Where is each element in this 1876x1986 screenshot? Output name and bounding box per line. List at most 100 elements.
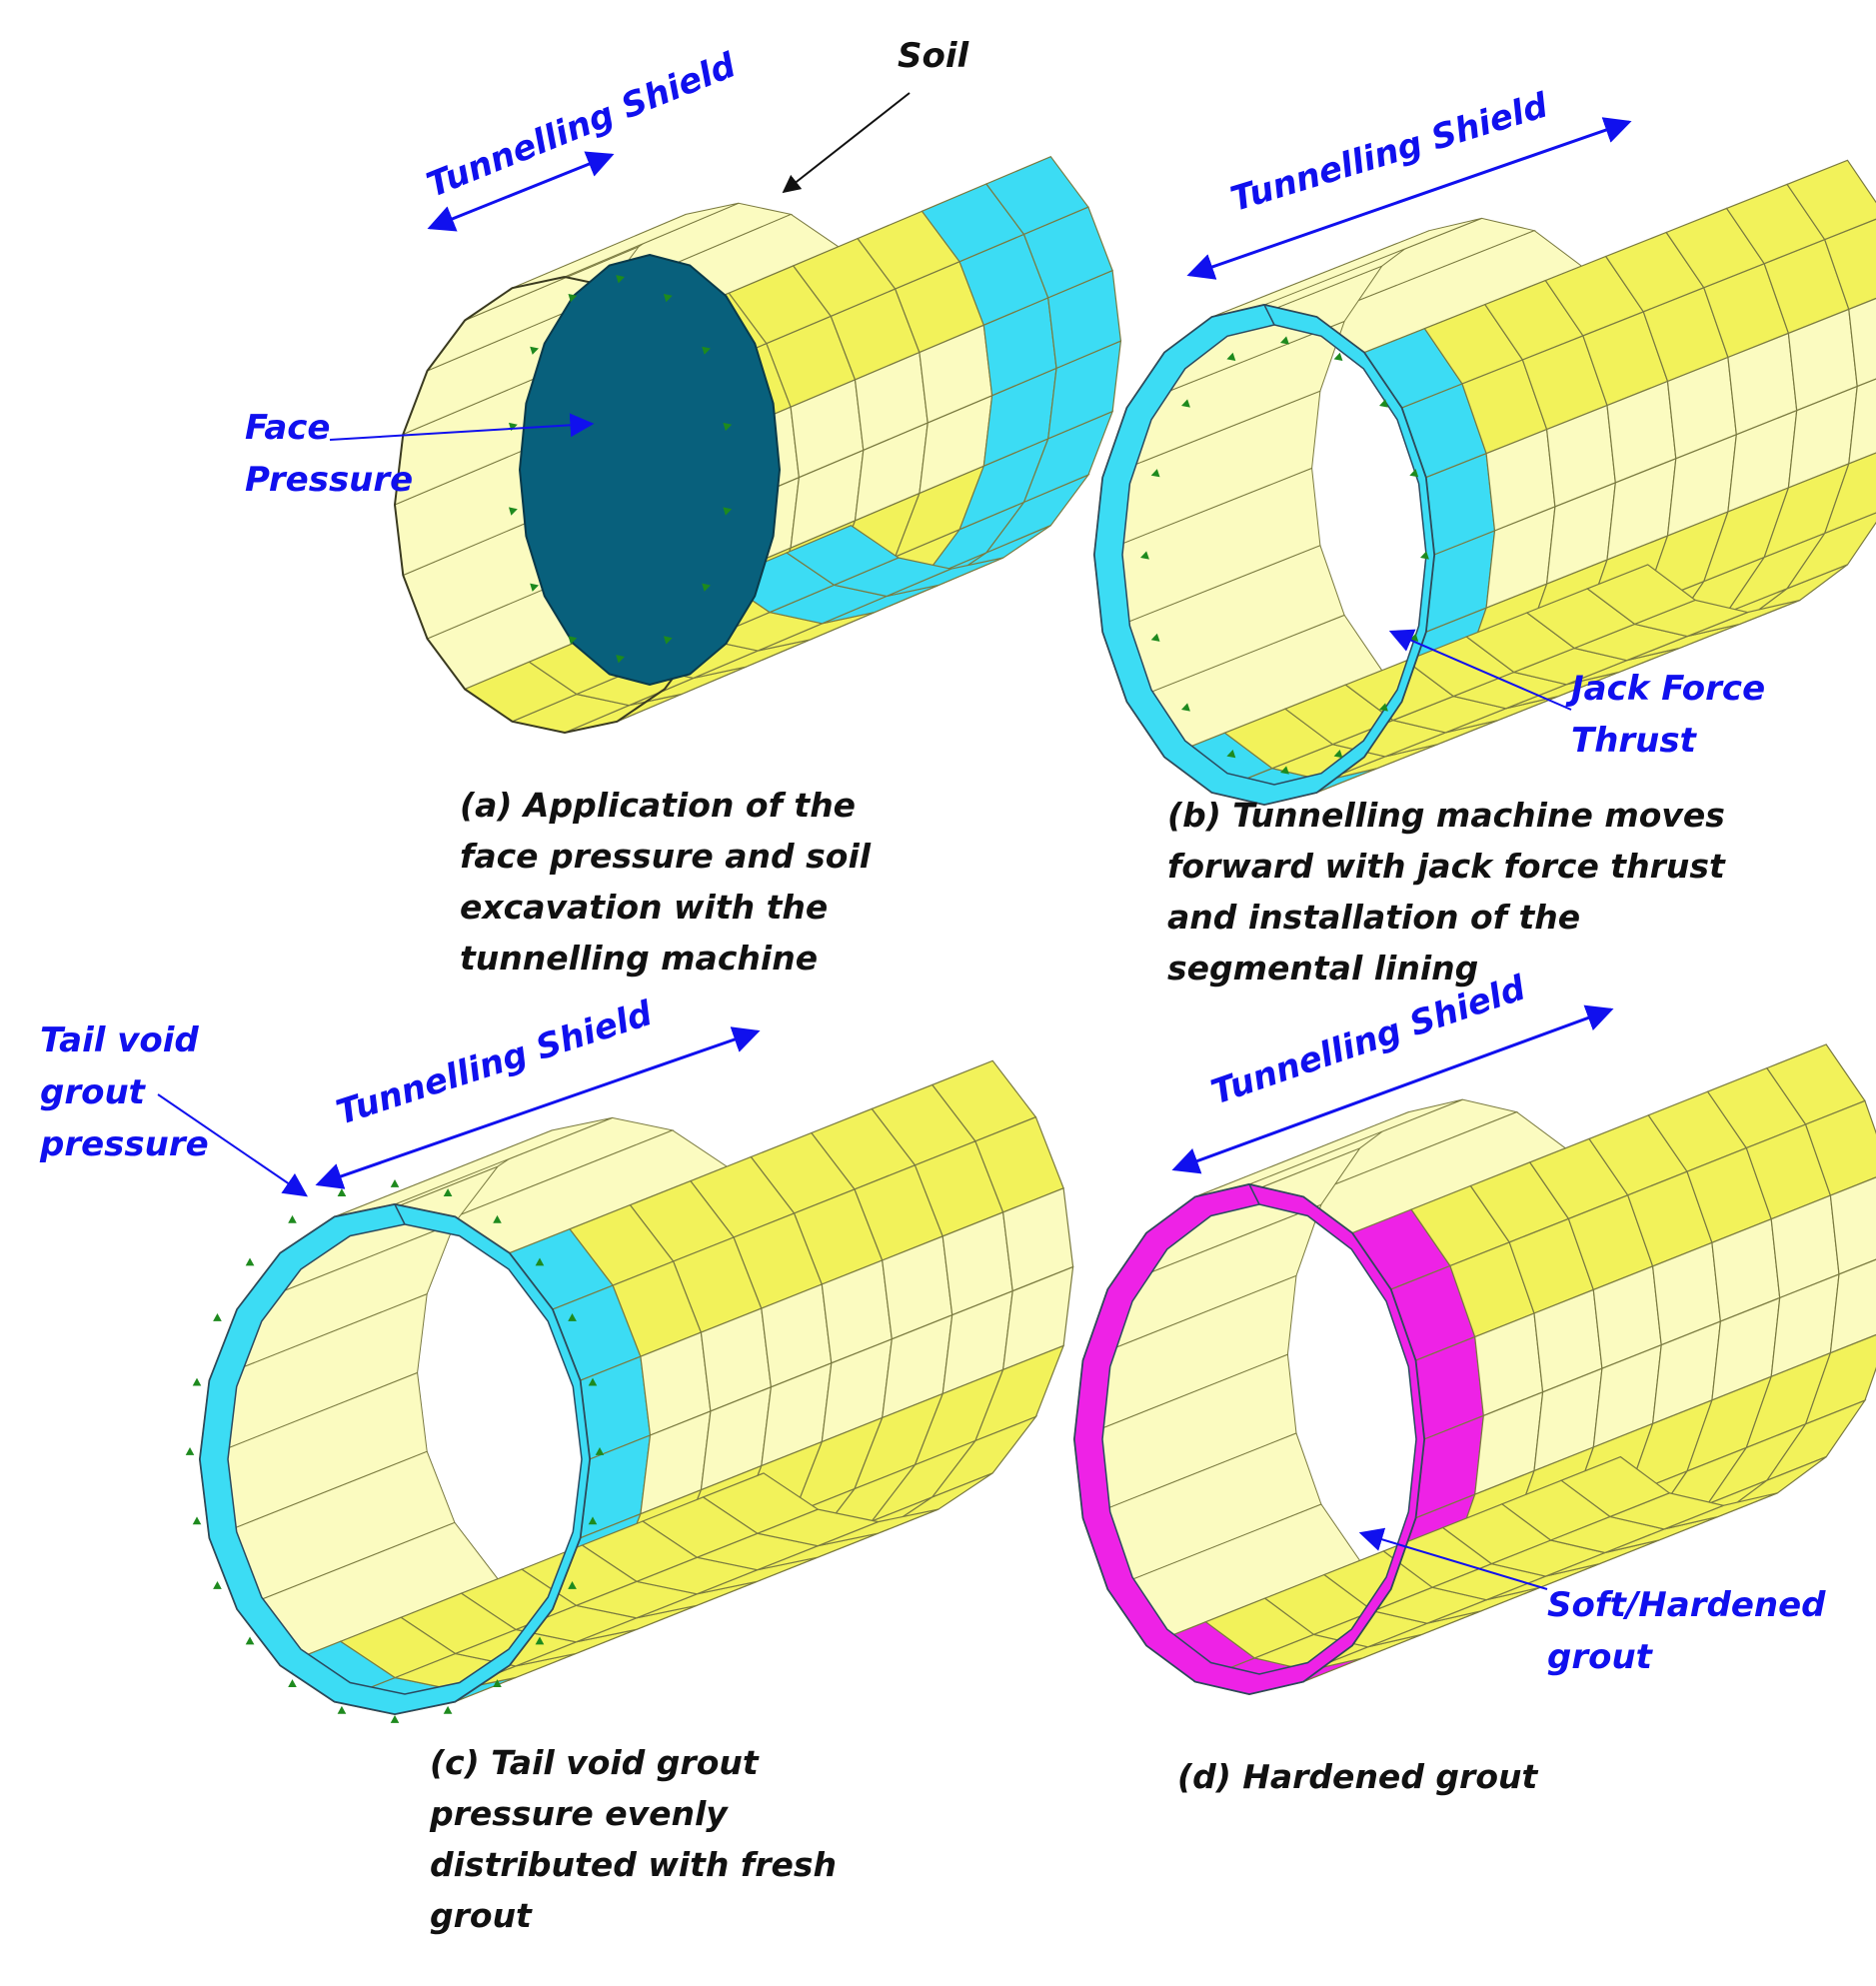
- shell-panel: [1829, 1176, 1876, 1275]
- tail-void-line-1: Tail void: [40, 1020, 199, 1060]
- shell-panel: [1848, 378, 1876, 465]
- force-arrow: [1420, 551, 1429, 560]
- shell-panel: [1823, 452, 1876, 535]
- caption-a-line-1: (a) Application of the: [460, 786, 857, 825]
- force-arrow: [568, 1313, 577, 1321]
- force-arrow: [337, 1705, 347, 1714]
- force-arrow: [535, 1636, 545, 1645]
- force-arrow: [535, 1257, 545, 1266]
- force-arrow: [595, 1447, 605, 1455]
- force-arrow: [390, 1179, 400, 1187]
- shell-panel: [1848, 297, 1876, 388]
- shell-panel: [1804, 1099, 1876, 1196]
- ring-front-face: [1073, 1182, 1425, 1695]
- jack-force-label: Jack Force Thrust: [1571, 663, 1765, 767]
- caption-a-line-4: tunnelling machine: [460, 939, 819, 978]
- force-arrow: [213, 1581, 222, 1589]
- force-arrow: [1181, 703, 1190, 712]
- caption-b: (b) Tunnelling machine moves forward wit…: [1167, 790, 1725, 993]
- force-arrow: [443, 1188, 453, 1196]
- shell-panel: [1786, 159, 1876, 241]
- force-arrow: [1140, 551, 1149, 560]
- caption-c-line-3: distributed with fresh: [430, 1845, 838, 1884]
- soil-pointer-arrow: [782, 92, 911, 194]
- shell-panel: [785, 525, 901, 586]
- shell-panel: [1585, 564, 1697, 626]
- force-arrow: [213, 1313, 222, 1321]
- shell-panel: [1823, 218, 1876, 311]
- force-arrow: [530, 583, 539, 592]
- force-arrow: [702, 346, 711, 355]
- force-arrow: [588, 1377, 598, 1386]
- face-pointer-arrow: [329, 413, 595, 441]
- force-arrow: [390, 1715, 400, 1723]
- caption-b-line-3: and installation of the: [1167, 898, 1581, 937]
- force-arrow: [1226, 750, 1236, 759]
- force-arrow: [493, 1214, 502, 1223]
- jack-force-line-1: Jack Force: [1571, 669, 1766, 709]
- caption-d: (d) Hardened grout: [1177, 1751, 1537, 1802]
- caption-c-line-1: (c) Tail void grout: [430, 1743, 759, 1782]
- force-arrow: [588, 1516, 598, 1525]
- force-arrow: [1280, 336, 1289, 345]
- force-arrow: [1379, 399, 1388, 408]
- caption-a-line-3: excavation with the: [460, 888, 829, 927]
- force-arrow: [1333, 352, 1343, 361]
- force-arrow: [530, 346, 539, 355]
- force-arrow: [509, 507, 518, 516]
- grout-line-2: grout: [1547, 1637, 1652, 1677]
- force-arrow: [1280, 766, 1289, 775]
- force-arrow: [568, 294, 578, 303]
- shield-arrow-c: [315, 1026, 761, 1189]
- tail-pointer-arrow: [157, 1093, 308, 1197]
- caption-c-line-4: grout: [430, 1896, 532, 1935]
- shell-panel: [1829, 1258, 1876, 1354]
- force-arrow: [1150, 469, 1160, 478]
- force-arrow: [1226, 352, 1236, 361]
- force-arrow: [1181, 399, 1190, 408]
- shield-arrow-d: [1171, 1004, 1614, 1174]
- force-arrow: [663, 294, 673, 303]
- caption-c: (c) Tail void grout pressure evenly dist…: [430, 1737, 837, 1941]
- force-arrow: [1409, 469, 1419, 478]
- force-arrow: [245, 1636, 255, 1645]
- force-arrow: [1150, 633, 1160, 642]
- force-arrow: [192, 1377, 202, 1386]
- grout-pointer-arrow: [1358, 1527, 1548, 1590]
- ring-front-face: [199, 1202, 591, 1715]
- force-arrow: [288, 1679, 297, 1687]
- caption-b-line-4: segmental lining: [1167, 949, 1479, 988]
- jack-pointer-arrow: [1388, 629, 1572, 711]
- force-arrow: [702, 583, 711, 592]
- tail-void-line-2: grout: [40, 1072, 145, 1112]
- shield-arrow-a: [427, 151, 615, 232]
- force-arrow: [723, 422, 733, 432]
- soil-label: Soil: [898, 36, 969, 76]
- force-arrow: [616, 655, 625, 664]
- caption-d-line-1: (d) Hardened grout: [1177, 1757, 1538, 1796]
- force-arrow: [337, 1188, 347, 1196]
- force-arrow: [245, 1257, 255, 1266]
- force-arrow: [616, 275, 625, 284]
- force-arrow: [663, 636, 673, 645]
- ring-front-face: [1093, 303, 1435, 806]
- jack-force-line-2: Thrust: [1571, 721, 1696, 761]
- tunnel-a: [393, 155, 1122, 735]
- force-arrow: [192, 1516, 202, 1525]
- tail-void-line-3: pressure: [40, 1124, 209, 1164]
- shell-panel: [702, 1472, 820, 1534]
- face-pressure-disc: [518, 253, 782, 687]
- caption-b-line-2: forward with jack force thrust: [1167, 847, 1725, 886]
- tail-void-label: Tail void grout pressure: [40, 1014, 209, 1170]
- force-arrow: [568, 1581, 577, 1589]
- face-pressure-line-2: Pressure: [245, 460, 414, 500]
- force-arrow: [185, 1447, 195, 1455]
- force-arrow: [723, 507, 733, 516]
- soft-hardened-grout-label: Soft/Hardened grout: [1547, 1579, 1825, 1683]
- face-pressure-label: Face Pressure: [245, 402, 413, 506]
- tunnel-c: [185, 1059, 1074, 1723]
- force-arrow: [443, 1705, 453, 1714]
- force-arrow: [1333, 750, 1343, 759]
- caption-c-line-2: pressure evenly: [430, 1794, 728, 1833]
